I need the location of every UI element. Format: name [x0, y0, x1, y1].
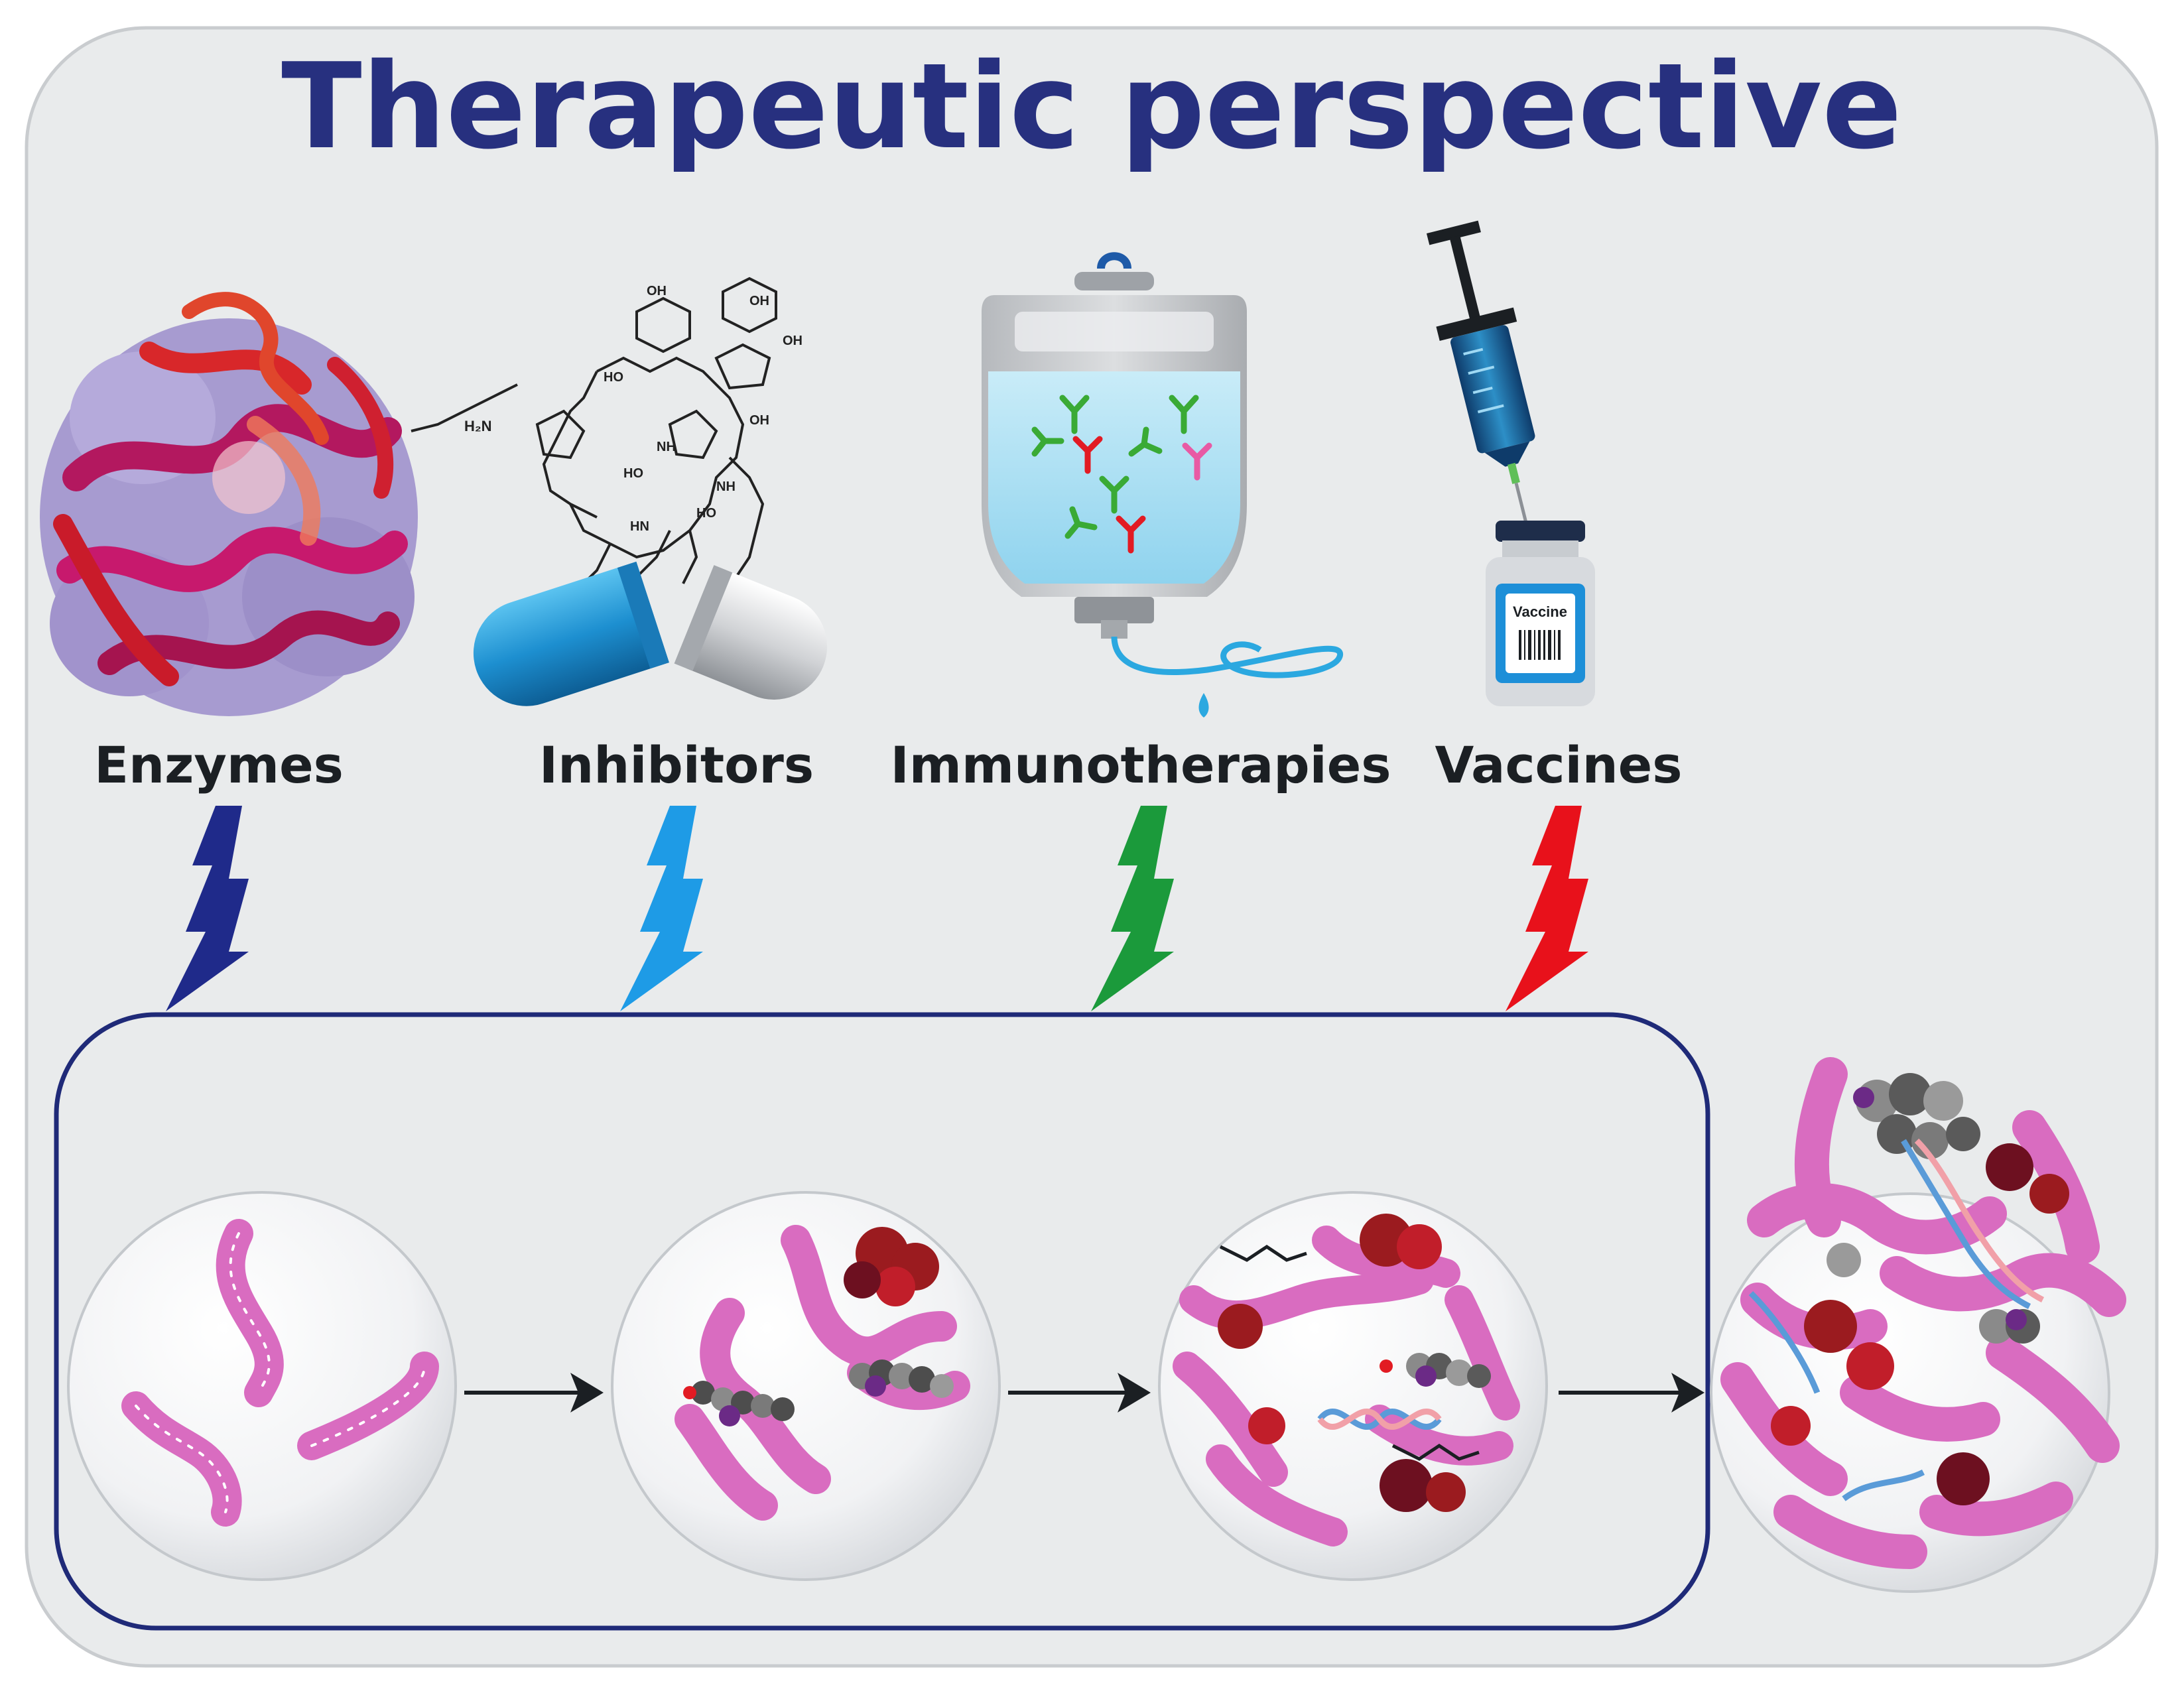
- stage-4-sphere: [1710, 1057, 2126, 1593]
- svg-text:NH: NH: [716, 479, 736, 494]
- barcode-icon: [1519, 630, 1561, 660]
- figure-title: Therapeutic perspective: [281, 38, 1902, 175]
- vial-label: Vaccine: [1513, 603, 1567, 620]
- svg-text:OH: OH: [647, 284, 667, 298]
- bolt-inhibitors-icon: [620, 806, 703, 1011]
- capsule-molecule-icon: H₂N HO OH OH OH HO OH NH NH HN HO: [411, 277, 828, 706]
- protein-enzyme-icon: [40, 292, 418, 716]
- aggregation-pathway-box: [54, 1012, 1710, 1631]
- svg-text:HN: HN: [630, 519, 649, 534]
- capsule-blue-half: [473, 561, 669, 706]
- svg-text:HO: HO: [696, 506, 716, 521]
- svg-text:OH: OH: [749, 413, 769, 428]
- label-vaccines: Vaccines: [1435, 735, 1683, 794]
- stage-1-sphere: [67, 1191, 457, 1581]
- bolt-vaccines-icon: [1506, 806, 1588, 1011]
- label-enzymes: Enzymes: [94, 735, 344, 794]
- svg-text:H₂N: H₂N: [464, 418, 492, 434]
- arrow-2-icon: [1008, 1373, 1151, 1413]
- svg-text:HO: HO: [604, 370, 623, 385]
- background-panel: [25, 26, 2159, 1668]
- iv-bag-antibody-icon: [982, 252, 1344, 718]
- antibody-icons: [1031, 395, 1212, 554]
- label-inhibitors: Inhibitors: [539, 735, 814, 794]
- svg-text:OH: OH: [749, 294, 769, 308]
- arrow-3-icon: [1559, 1373, 1704, 1413]
- fibril-aggregate-icon: [1720, 1057, 2126, 1569]
- fibril-complex-icon: [1173, 1214, 1520, 1546]
- stage-2-sphere: [611, 1191, 1001, 1581]
- label-immunotherapies: Immunotherapies: [890, 735, 1391, 794]
- bolt-enzymes-icon: [166, 806, 249, 1011]
- syringe-vial-icon: Vaccine: [1426, 220, 1595, 706]
- svg-text:NH: NH: [657, 440, 676, 454]
- fibril-oligomer-icon: [674, 1225, 970, 1521]
- capsule-grey-half: [674, 565, 828, 700]
- svg-text:HO: HO: [623, 466, 643, 481]
- svg-text:OH: OH: [783, 334, 803, 348]
- arrow-1-icon: [464, 1373, 604, 1413]
- stage-3-sphere: [1158, 1191, 1548, 1581]
- bolt-immunotherapies-icon: [1091, 806, 1174, 1011]
